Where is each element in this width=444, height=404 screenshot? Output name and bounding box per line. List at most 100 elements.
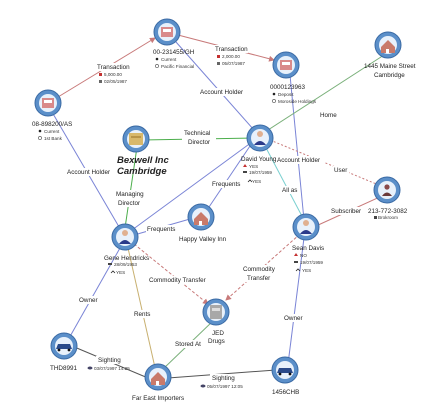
edge-owner-gene-label: Owner [79, 297, 98, 304]
person-icon [122, 230, 128, 236]
edges [51, 34, 387, 379]
node-label1: Bexwell Inc [117, 155, 169, 166]
node-happy-valley-inn[interactable]: Happy Valley Inn [179, 203, 227, 243]
type-icon [272, 92, 276, 96]
eye-icon [87, 366, 93, 370]
node-line3: YES [252, 179, 261, 184]
node-label: 0000123963 [270, 84, 306, 91]
edge-home-label: Home [320, 112, 337, 119]
bank-icon [38, 136, 42, 140]
edge-director2-label: Director [118, 200, 140, 207]
edge-sighting-2-time: 05/07/1997 12:05 [207, 384, 243, 389]
node-1456chb[interactable]: 1456CHB [271, 356, 299, 396]
edge-stored-at-label: Stored At [175, 341, 201, 348]
edge-owner-sean-label: Owner [284, 315, 303, 322]
type-icon [155, 57, 159, 61]
node-label1: JED [212, 330, 224, 337]
node-label: Gene Hendricks [104, 255, 149, 262]
edge-commodity-transfer-gene[interactable] [133, 243, 209, 305]
calendar-icon [243, 171, 247, 173]
node-address-maine[interactable]: 1445 Maine Street Cambridge [364, 31, 416, 79]
edge-home[interactable] [267, 54, 385, 131]
amount-icon [217, 55, 220, 58]
node-thd8991[interactable]: THD8991 [50, 332, 78, 372]
edge-managing-label: Managing [116, 191, 144, 198]
node-label2: Cambridge [374, 72, 405, 79]
date-icon [99, 80, 102, 83]
node-label: Happy Valley Inn [179, 236, 227, 243]
building-icon [151, 372, 165, 385]
node-label: THD8991 [50, 365, 77, 372]
node-label: 08-898200/AS [32, 121, 72, 128]
person-icon [257, 131, 263, 137]
node-account-231455[interactable]: 00-231455/GH Current Pacific Financial [153, 18, 195, 69]
edge-account-holder-sean[interactable] [289, 74, 305, 221]
check-icon [295, 268, 301, 272]
check-icon [247, 179, 253, 183]
edge-transaction-2-amount: 2,000.00 [222, 54, 240, 59]
node-line2: Pacific Financial [161, 64, 194, 69]
node-account-123963[interactable]: 0000123963 Deposit Moroside Holdings [270, 51, 317, 104]
check-icon [110, 270, 116, 274]
flag-icon [294, 253, 298, 256]
operator-icon [374, 216, 377, 219]
edge-director-label: Director [188, 139, 210, 146]
node-line1: YES [249, 164, 258, 169]
edge-account-holder-david[interactable] [175, 41, 255, 131]
edge-user-label: User [334, 167, 347, 174]
node-bexwell[interactable]: Bexwell Inc Cambridge [117, 125, 169, 177]
edge-commodity-transfer-gene-label: Commodity Transfer [149, 277, 206, 284]
node-line1: Current [161, 57, 177, 62]
node-label: Sean Davis [292, 245, 324, 252]
node-line2: 19/07/1959 [249, 170, 272, 175]
node-jed-drugs[interactable]: JED Drugs [202, 298, 230, 345]
edge-user[interactable] [269, 139, 387, 189]
edge-account-holder-sean-label: Account Holder [277, 157, 320, 164]
node-line2: 1st Bank [44, 136, 63, 141]
edge-frequents-gene-label: Frequents [147, 226, 175, 233]
node-phone[interactable]: 213-772-3082 Brokroom [368, 176, 408, 220]
edge-transaction-2-label: Transaction [215, 46, 248, 53]
node-far-east-importers[interactable]: Far East Importers [132, 363, 184, 402]
eye-icon [200, 384, 206, 388]
node-line1: 28/09/1953 [114, 262, 137, 267]
edge-sighting-1-time: 03/07/1997 14:25 [94, 366, 130, 371]
vehicle-icon [56, 344, 72, 349]
edge-sighting-2-label: Sighting [212, 375, 235, 382]
edge-frequents-david[interactable] [206, 145, 251, 211]
node-line1: Brokroom [378, 215, 398, 220]
vehicle-icon [277, 368, 293, 373]
building-icon [194, 212, 208, 225]
node-gene-hendricks[interactable]: Gene Hendricks 28/09/1953 YES [104, 223, 149, 275]
node-label: David Young [241, 156, 277, 163]
type-icon [38, 129, 42, 133]
edge-all-as[interactable] [263, 143, 305, 221]
calendar-icon [108, 263, 112, 265]
edge-account-holder-gene-label: Account Holder [67, 169, 110, 176]
edge-transaction-1-date: 02/05/1987 [104, 79, 127, 84]
person-icon [303, 220, 309, 226]
node-account-998200[interactable]: 08-898200/AS Current 1st Bank [32, 89, 72, 141]
edge-owner-sean[interactable] [287, 237, 305, 365]
node-label: Far East Importers [132, 395, 184, 402]
edge-managing-director[interactable] [124, 146, 138, 229]
node-label: 213-772-3082 [368, 208, 408, 215]
node-david-young[interactable]: David Young YES 19/07/1959 YES [241, 124, 277, 184]
edge-commodity-transfer-sean[interactable] [225, 233, 301, 301]
node-label1: 1445 Maine Street [364, 63, 416, 70]
node-line1: Current [44, 129, 60, 134]
edge-transfer-label: Transfer [247, 275, 270, 282]
edge-frequents-david-label: Frequents [212, 181, 240, 188]
edge-transaction-1-amount: 5,000.00 [104, 72, 122, 77]
node-sean-davis[interactable]: Sean Davis NO 19/07/1959 YES [292, 213, 324, 273]
node-line1: NO [300, 253, 307, 258]
person-icon [384, 184, 390, 190]
house-icon [381, 40, 395, 53]
node-line2: 19/07/1959 [300, 260, 323, 265]
node-label: 00-231455/GH [153, 49, 195, 56]
edge-technical-label: Technical [184, 130, 210, 137]
edge-david-gene[interactable] [131, 141, 253, 231]
node-line3: YES [302, 268, 311, 273]
